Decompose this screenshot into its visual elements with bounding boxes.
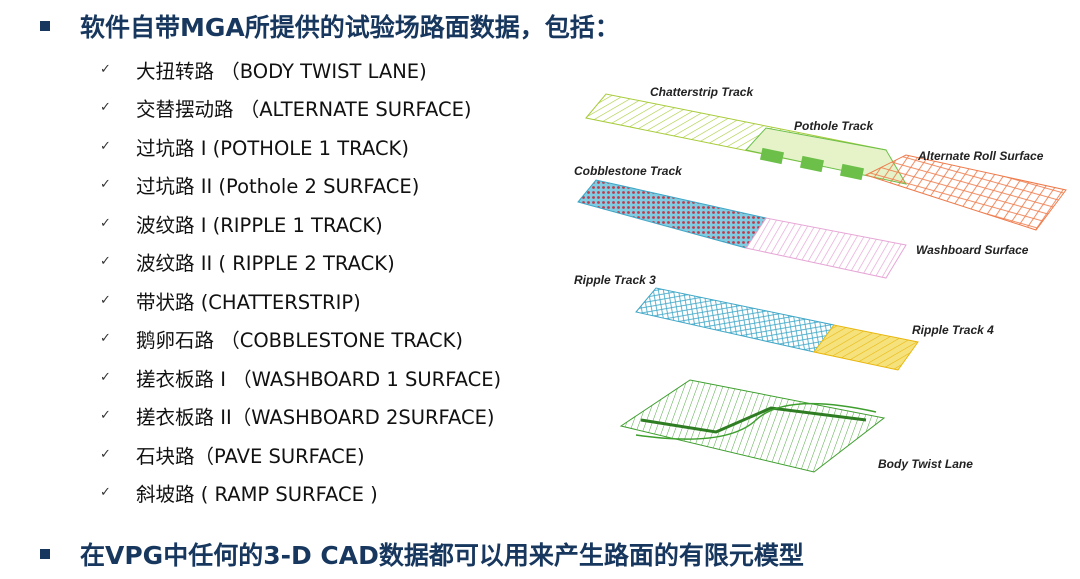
check-icon: ✓ bbox=[100, 485, 111, 501]
heading-top: 软件自带MGA所提供的试验场路面数据，包括： bbox=[40, 8, 620, 44]
list-item: ✓ 大扭转路 （BODY TWIST LANE) bbox=[100, 50, 501, 89]
list-item-text: 石块路（PAVE SURFACE) bbox=[136, 444, 365, 468]
label-ripple3: Ripple Track 3 bbox=[574, 273, 656, 287]
check-icon: ✓ bbox=[100, 446, 111, 462]
washboard-surface bbox=[745, 217, 907, 279]
check-icon: ✓ bbox=[100, 331, 111, 347]
body-twist-ridge bbox=[640, 406, 867, 434]
list-item: ✓ 搓衣板路 II（WASHBOARD 2SURFACE) bbox=[100, 397, 501, 436]
track-list: ✓ 大扭转路 （BODY TWIST LANE) ✓ 交替摆动路 （ALTERNAT… bbox=[100, 50, 501, 512]
check-icon: ✓ bbox=[100, 408, 111, 424]
check-icon: ✓ bbox=[100, 292, 111, 308]
check-icon: ✓ bbox=[100, 254, 111, 270]
list-item-text: 搓衣板路 II（WASHBOARD 2SURFACE) bbox=[136, 406, 495, 430]
check-icon: ✓ bbox=[100, 177, 111, 193]
list-item: ✓ 石块路（PAVE SURFACE) bbox=[100, 435, 501, 474]
list-item: ✓ 搓衣板路 I （WASHBOARD 1 SURFACE) bbox=[100, 358, 501, 397]
label-pothole: Pothole Track bbox=[794, 119, 874, 133]
track-surfaces-figure: Chatterstrip Track Pothole Track Alterna… bbox=[566, 80, 1070, 510]
alternate-roll-surface bbox=[864, 154, 1067, 231]
check-icon: ✓ bbox=[100, 215, 111, 231]
heading-bottom-text: 在VPG中任何的3-D CAD数据都可以用来产生路面的有限元模型 bbox=[80, 541, 804, 570]
pothole-1 bbox=[759, 147, 785, 165]
pothole-2 bbox=[799, 155, 825, 173]
label-cobblestone: Cobblestone Track bbox=[574, 164, 683, 178]
ripple-3-surface bbox=[635, 287, 835, 353]
list-item-text: 波纹路 II ( RIPPLE 2 TRACK) bbox=[136, 252, 395, 276]
ripple-4-hatch bbox=[814, 325, 918, 370]
label-ripple4: Ripple Track 4 bbox=[912, 323, 994, 337]
check-icon: ✓ bbox=[100, 138, 111, 154]
list-item-text: 斜坡路 ( RAMP SURFACE ) bbox=[136, 483, 378, 507]
label-washboard: Washboard Surface bbox=[916, 243, 1029, 257]
list-item: ✓ 波纹路 II ( RIPPLE 2 TRACK) bbox=[100, 243, 501, 282]
list-item-text: 大扭转路 （BODY TWIST LANE) bbox=[136, 59, 427, 83]
bullet-square-icon bbox=[40, 549, 50, 559]
list-item: ✓ 过坑路 II (Pothole 2 SURFACE) bbox=[100, 166, 501, 205]
check-icon: ✓ bbox=[100, 100, 111, 116]
list-item-text: 鹅卵石路 （COBBLESTONE TRACK) bbox=[136, 329, 464, 353]
list-item-text: 过坑路 II (Pothole 2 SURFACE) bbox=[136, 175, 420, 199]
body-twist-surface bbox=[619, 379, 886, 473]
check-icon: ✓ bbox=[100, 61, 111, 77]
heading-bottom: 在VPG中任何的3-D CAD数据都可以用来产生路面的有限元模型 bbox=[40, 536, 804, 572]
list-item: ✓ 斜坡路 ( RAMP SURFACE ) bbox=[100, 474, 501, 513]
check-icon: ✓ bbox=[100, 369, 111, 385]
label-chatterstrip: Chatterstrip Track bbox=[650, 85, 754, 99]
label-bodytwist: Body Twist Lane bbox=[878, 457, 973, 471]
list-item-text: 带状路 (CHATTERSTRIP) bbox=[136, 290, 361, 314]
list-item: ✓ 鹅卵石路 （COBBLESTONE TRACK) bbox=[100, 320, 501, 359]
pothole-3 bbox=[839, 163, 865, 181]
list-item: ✓ 波纹路 I (RIPPLE 1 TRACK) bbox=[100, 204, 501, 243]
list-item: ✓ 交替摆动路 （ALTERNATE SURFACE) bbox=[100, 89, 501, 128]
label-alternate: Alternate Roll Surface bbox=[917, 149, 1044, 163]
list-item-text: 波纹路 I (RIPPLE 1 TRACK) bbox=[136, 213, 383, 237]
cobblestone-surface bbox=[577, 179, 767, 249]
list-item-text: 过坑路 I (POTHOLE 1 TRACK) bbox=[136, 136, 409, 160]
list-item: ✓ 带状路 (CHATTERSTRIP) bbox=[100, 281, 501, 320]
track-surfaces-svg: Chatterstrip Track Pothole Track Alterna… bbox=[574, 85, 1067, 473]
heading-top-text: 软件自带MGA所提供的试验场路面数据，包括： bbox=[80, 13, 620, 42]
list-item-text: 搓衣板路 I （WASHBOARD 1 SURFACE) bbox=[136, 367, 502, 391]
body-twist-wave bbox=[635, 402, 877, 440]
list-item-text: 交替摆动路 （ALTERNATE SURFACE) bbox=[136, 98, 472, 122]
bullet-square-icon bbox=[40, 21, 50, 31]
list-item: ✓ 过坑路 I (POTHOLE 1 TRACK) bbox=[100, 127, 501, 166]
